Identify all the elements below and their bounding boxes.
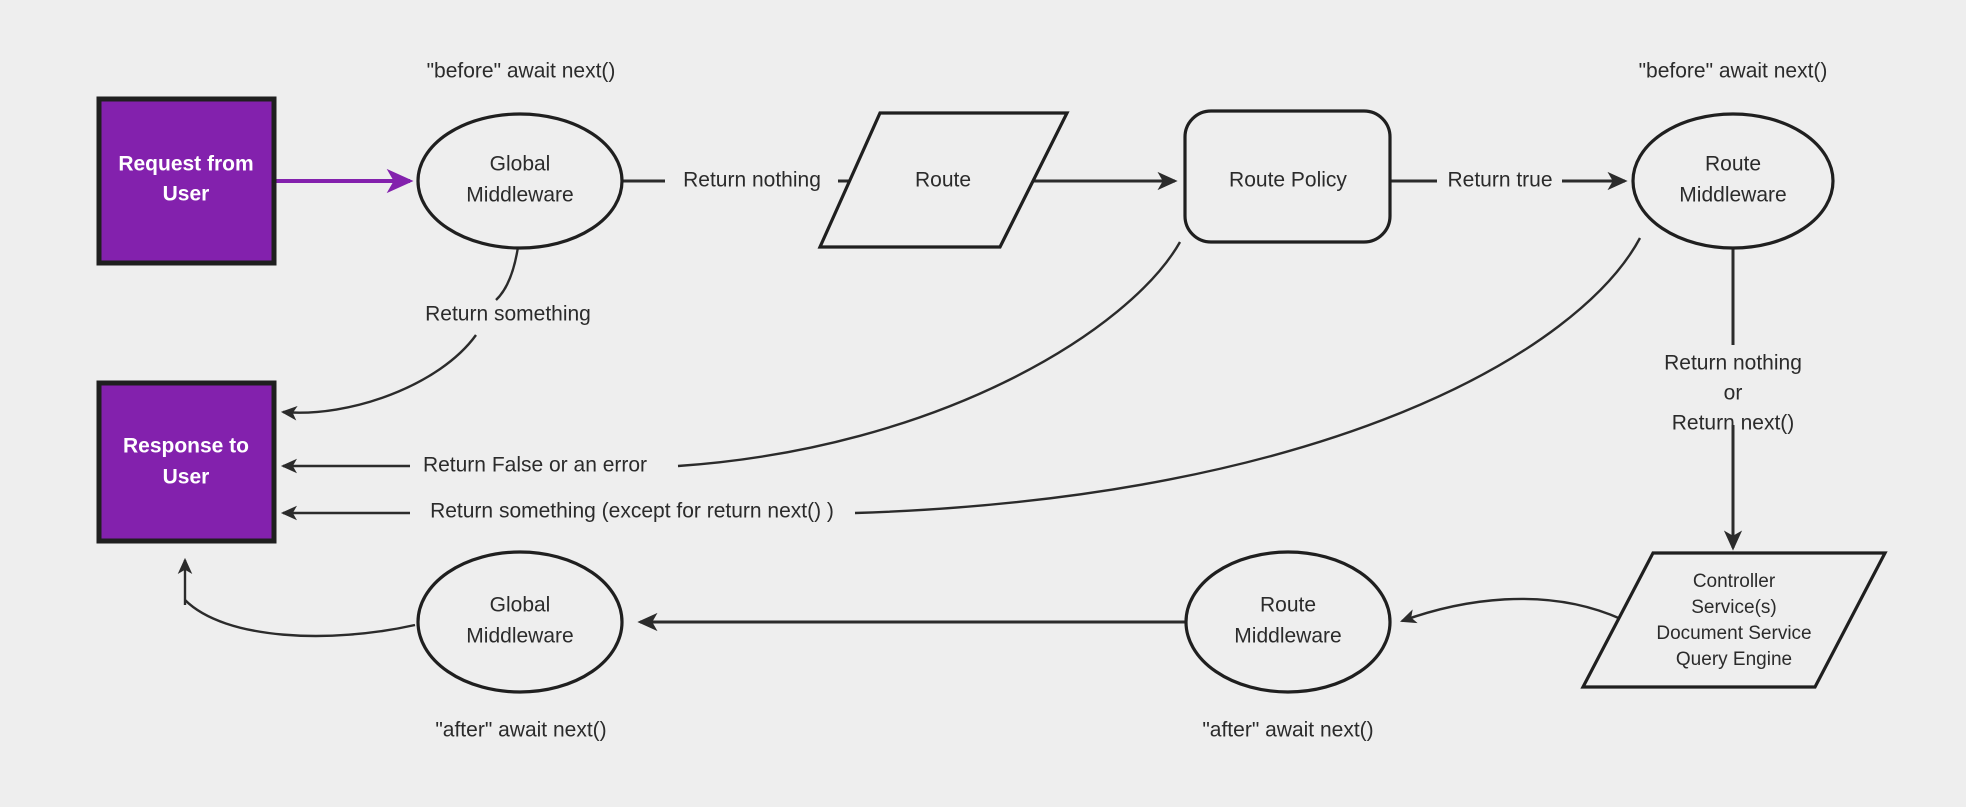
- edge-global-middleware-to-response: [280, 334, 477, 421]
- edge-gm-return-something-stub: [495, 246, 520, 301]
- edge-route-mw-to-response-curve: [854, 237, 1642, 515]
- edge-label-return-nothing-or-next-line3: Return next(): [1672, 412, 1795, 435]
- edge-label-return-false-or-error: Return False or an error: [423, 454, 647, 477]
- edge-label-return-nothing-or-next-line1: Return nothing: [1664, 352, 1802, 375]
- node-route-policy[interactable]: Route Policy: [1183, 109, 1392, 244]
- request-box[interactable]: [96, 96, 277, 266]
- global-middleware-before-label-line2: Middleware: [466, 184, 573, 207]
- route-middleware-after-ellipse[interactable]: [1184, 550, 1392, 694]
- response-label-line1: Response to: [123, 435, 249, 458]
- edge-label-return-something-except-next: Return something (except for return next…: [430, 500, 834, 523]
- node-route[interactable]: Route: [817, 111, 1070, 249]
- route-policy-box[interactable]: [1183, 109, 1392, 244]
- global-middleware-after-label-line1: Global: [490, 594, 551, 617]
- route-middleware-before-label-line1: Route: [1705, 153, 1761, 176]
- node-route-middleware-before[interactable]: Route Middleware: [1631, 112, 1835, 250]
- response-label-line2: User: [163, 466, 210, 489]
- route-middleware-after-label-line2: Middleware: [1234, 625, 1341, 648]
- global-middleware-after-ellipse[interactable]: [416, 550, 624, 694]
- edge-label-return-something: Return something: [425, 303, 591, 326]
- controller-label-line3: Document Service: [1656, 623, 1811, 644]
- global-middleware-after-label-line2: Middleware: [466, 625, 573, 648]
- annotation-after-route-middleware: "after" await next(): [1202, 719, 1373, 742]
- node-controller-services[interactable]: Controller Service(s) Document Service Q…: [1580, 551, 1888, 689]
- route-middleware-before-label-line2: Middleware: [1679, 184, 1786, 207]
- edge-label-return-nothing-or-next-line2: or: [1724, 382, 1743, 405]
- route-label: Route: [915, 169, 971, 192]
- annotation-after-global-middleware: "after" await next(): [435, 719, 606, 742]
- response-box[interactable]: [96, 380, 277, 544]
- edge-controller-to-route-middleware-after: [1400, 597, 1622, 624]
- route-middleware-after-label-line1: Route: [1260, 594, 1316, 617]
- annotation-before-global-middleware: "before" await next(): [427, 60, 616, 83]
- global-middleware-before-label-line1: Global: [490, 153, 551, 176]
- edge-label-return-true: Return true: [1447, 169, 1552, 192]
- edge-route-policy-to-response-curve: [677, 241, 1182, 468]
- controller-label-line4: Query Engine: [1676, 649, 1792, 670]
- node-route-middleware-after[interactable]: Route Middleware: [1184, 550, 1392, 694]
- controller-label-line2: Service(s): [1691, 597, 1777, 618]
- edge-label-return-nothing: Return nothing: [683, 169, 821, 192]
- controller-label-line1: Controller: [1693, 571, 1776, 592]
- route-middleware-before-ellipse[interactable]: [1631, 112, 1835, 250]
- node-global-middleware-before[interactable]: Global Middleware: [416, 112, 624, 250]
- route-parallelogram[interactable]: [817, 111, 1070, 249]
- route-policy-label: Route Policy: [1229, 169, 1347, 192]
- request-label-line2: User: [163, 183, 210, 206]
- node-response-to-user[interactable]: Response to User: [96, 380, 277, 544]
- controller-parallelogram[interactable]: [1580, 551, 1888, 689]
- global-middleware-before-ellipse[interactable]: [416, 112, 624, 250]
- edge-gm-after-to-response-curve: [184, 599, 416, 638]
- annotation-before-route-middleware: "before" await next(): [1639, 60, 1828, 83]
- node-global-middleware-after[interactable]: Global Middleware: [416, 550, 624, 694]
- request-label-line1: Request from: [118, 153, 253, 176]
- node-request-from-user[interactable]: Request from User: [96, 96, 277, 266]
